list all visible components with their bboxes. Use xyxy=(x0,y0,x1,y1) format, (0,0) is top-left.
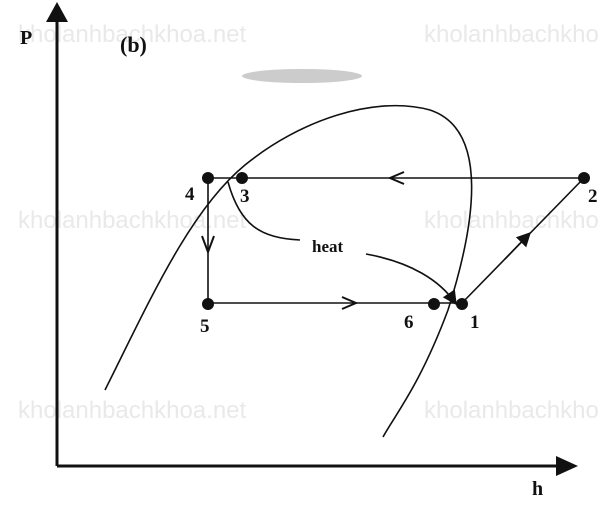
state-point-4 xyxy=(202,172,214,184)
flow-arrow-icon xyxy=(201,235,215,255)
x-axis-arrow-icon xyxy=(556,456,578,476)
point-label-1: 1 xyxy=(470,312,480,333)
heat-curve-in xyxy=(227,181,301,241)
watermark-text: kholanhbachkho xyxy=(424,397,599,424)
state-point-1 xyxy=(456,298,468,310)
watermark-text: kholanhbachkhoa.net xyxy=(18,207,247,234)
heat-curve-out xyxy=(365,253,457,306)
flow-arrow-icon xyxy=(387,171,405,185)
panel-label: (b) xyxy=(120,32,147,57)
x-axis-label: h xyxy=(532,478,543,500)
flow-arrow-icon xyxy=(504,231,531,260)
y-axis-arrow-icon xyxy=(46,2,68,22)
state-point-3 xyxy=(236,172,248,184)
y-axis-label: P xyxy=(20,27,32,49)
flow-arrow-icon xyxy=(341,296,359,310)
watermark-text: kholanhbachkhoa.net xyxy=(18,397,247,424)
point-label-6: 6 xyxy=(404,312,414,333)
point-label-4: 4 xyxy=(185,184,195,205)
watermark-badge xyxy=(242,69,362,83)
point-label-5: 5 xyxy=(200,316,210,337)
watermark-text: kholanhbachkho xyxy=(424,21,599,48)
state-point-2 xyxy=(578,172,590,184)
point-label-3: 3 xyxy=(240,186,250,207)
saturation-dome xyxy=(104,104,473,438)
state-point-6 xyxy=(428,298,440,310)
watermark-text: kholanhbachkho xyxy=(424,207,599,234)
point-label-2: 2 xyxy=(588,186,598,207)
state-point-5 xyxy=(202,298,214,310)
heat-label: heat xyxy=(312,237,344,256)
